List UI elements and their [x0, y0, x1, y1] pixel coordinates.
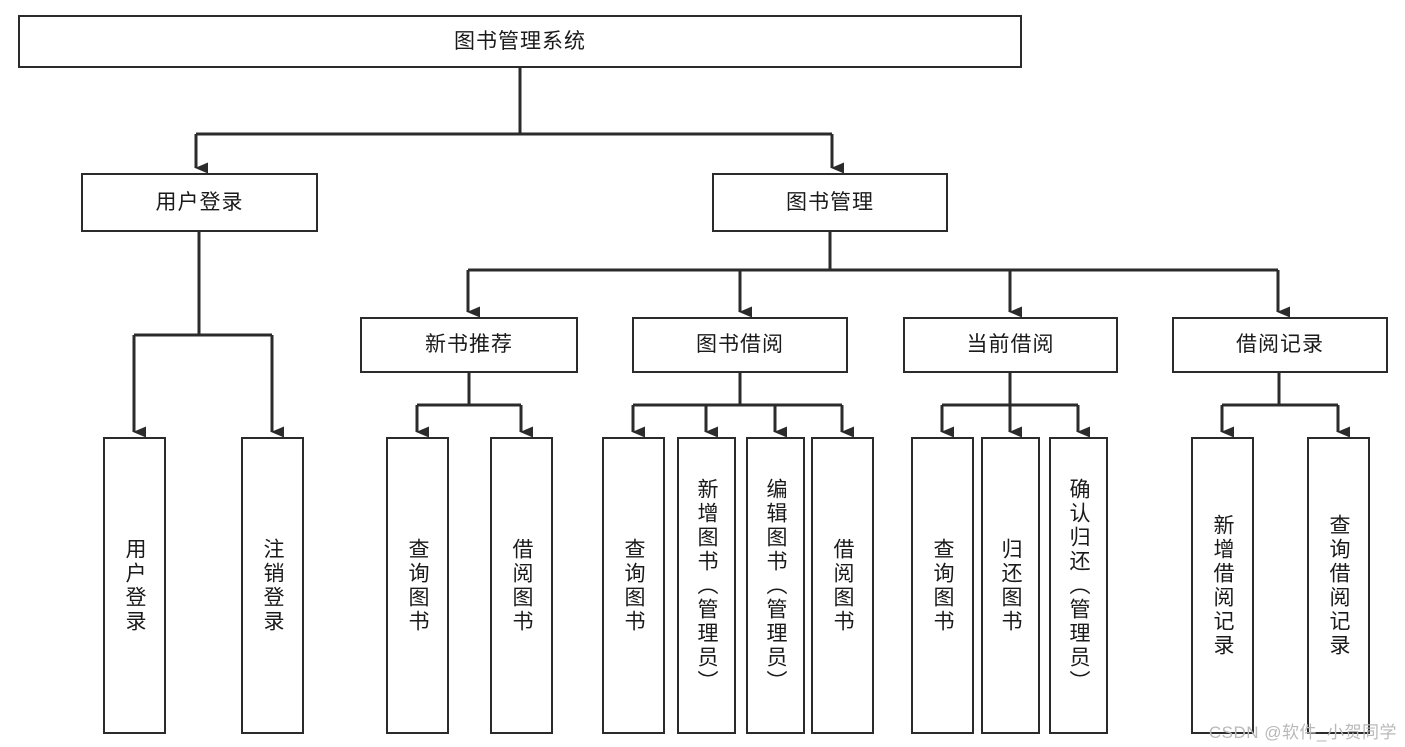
node-book-management[interactable]: 图书管理: [712, 173, 948, 232]
node-leaf-query-book-1[interactable]: 查询图书: [386, 437, 449, 734]
node-label: 当前借阅: [966, 333, 1055, 357]
node-leaf-user-login[interactable]: 用户登录: [103, 437, 166, 734]
node-book-borrow[interactable]: 图书借阅: [632, 317, 848, 373]
node-label: 借阅图书: [831, 537, 855, 634]
node-label: 新书推荐: [425, 333, 513, 357]
node-borrow-record[interactable]: 借阅记录: [1172, 317, 1388, 373]
node-label: 图书管理: [786, 190, 874, 214]
node-label: 新增借阅记录: [1211, 513, 1235, 658]
node-leaf-add-borrow-record[interactable]: 新增借阅记录: [1191, 437, 1254, 734]
node-current-borrow[interactable]: 当前借阅: [903, 317, 1118, 373]
node-label: 新增图书（管理员）: [695, 477, 719, 694]
node-leaf-query-borrow-record[interactable]: 查询借阅记录: [1307, 437, 1370, 734]
node-user-login[interactable]: 用户登录: [81, 173, 318, 232]
node-leaf-query-book-2[interactable]: 查询图书: [602, 437, 665, 734]
node-label: 查询借阅记录: [1327, 513, 1351, 658]
node-label: 注销登录: [261, 537, 285, 634]
node-label: 查询图书: [406, 537, 430, 634]
node-label: 用户登录: [123, 537, 147, 634]
node-leaf-confirm-return-admin[interactable]: 确认归还（管理员）: [1049, 437, 1108, 734]
node-label: 图书借阅: [696, 333, 784, 357]
node-label: 归还图书: [999, 537, 1023, 634]
node-label: 图书管理系统: [454, 29, 586, 53]
node-label: 借阅图书: [510, 537, 534, 634]
node-label: 编辑图书（管理员）: [764, 477, 788, 694]
node-label: 查询图书: [622, 537, 646, 634]
node-label: 查询图书: [931, 537, 955, 634]
node-leaf-logout-login[interactable]: 注销登录: [241, 437, 304, 734]
node-label: 确认归还（管理员）: [1067, 477, 1091, 694]
node-leaf-return-book[interactable]: 归还图书: [981, 437, 1040, 734]
node-label: 借阅记录: [1236, 333, 1324, 357]
node-root-book-management-system[interactable]: 图书管理系统: [18, 15, 1022, 68]
node-new-book-recommend[interactable]: 新书推荐: [360, 317, 578, 373]
node-leaf-query-book-3[interactable]: 查询图书: [911, 437, 974, 734]
node-leaf-borrow-book-1[interactable]: 借阅图书: [490, 437, 553, 734]
node-leaf-edit-book-admin[interactable]: 编辑图书（管理员）: [746, 437, 805, 734]
watermark-text: CSDN @软件_小贺同学: [1208, 723, 1397, 742]
node-label: 用户登录: [155, 190, 244, 214]
node-leaf-add-book-admin[interactable]: 新增图书（管理员）: [677, 437, 736, 734]
node-leaf-borrow-book-2[interactable]: 借阅图书: [811, 437, 874, 734]
